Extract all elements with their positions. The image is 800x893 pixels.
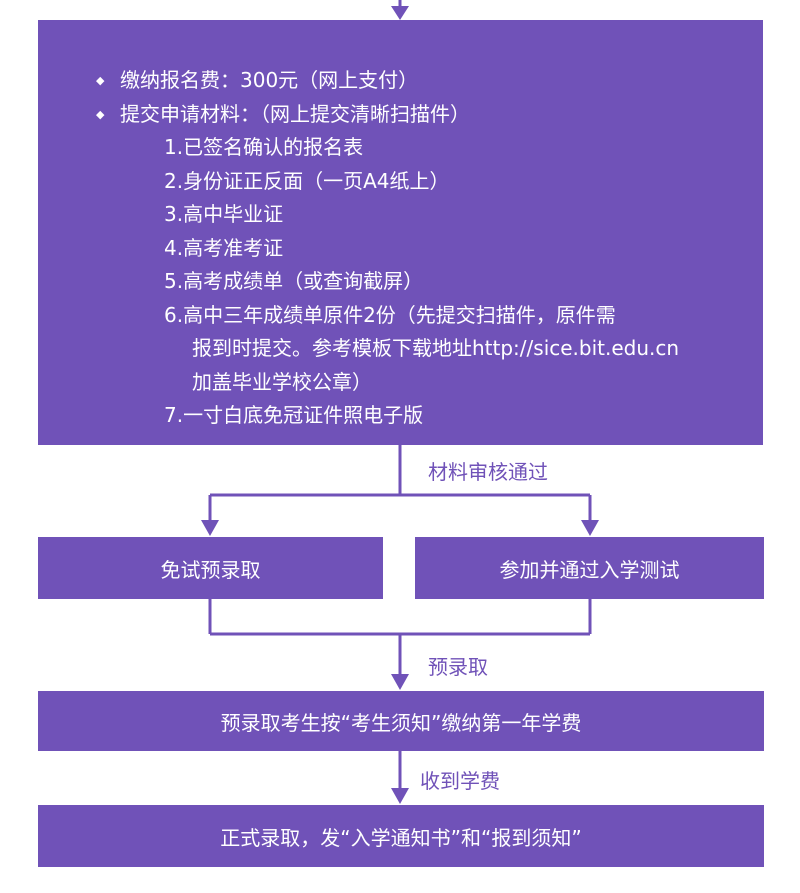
list-item: 1.已签名确认的报名表 [164,135,364,159]
requirements-list: 缴纳报名费：300元（网上支付） 提交申请材料：（网上提交清晰扫描件） 1.已签… [96,64,679,433]
label-pre-admit: 预录取 [428,655,488,679]
list-item: 7.一寸白底免冠证件照电子版 [164,403,424,427]
requirements-box: 缴纳报名费：300元（网上支付） 提交申请材料：（网上提交清晰扫描件） 1.已签… [38,20,763,445]
list-item: 加盖毕业学校公章） [192,369,372,394]
list-item: 3.高中毕业证 [164,202,284,226]
list-item: 4.高考准考证 [164,235,284,260]
label-fee-received: 收到学费 [420,769,500,793]
arrowhead-left [201,520,219,536]
arrowhead-right [581,520,599,536]
list-item: 报到时提交。参考模板下载地址http://sice.bit.edu.cn [192,336,680,360]
list-item: 缴纳报名费：300元（网上支付） [96,64,679,98]
list-item: 5.高考成绩单（或查询截屏） [164,269,424,293]
entrance-test-box: 参加并通过入学测试 [415,537,764,599]
arrowhead-fee [391,788,409,804]
final-admission-box: 正式录取，发“入学通知书”和“报到须知” [38,805,764,867]
list-item: 6.高中三年成绩单原件2份（先提交扫描件，原件需 [164,302,616,327]
arrowheads [201,6,599,804]
arrowhead-top [391,6,409,20]
exempt-admission-box: 免试预录取 [38,537,383,599]
list-item: 2.身份证正反面（一页A4纸上） [164,168,450,193]
label-review-passed: 材料审核通过 [428,460,548,484]
arrowhead-pre-admit [391,674,409,690]
connector-lines [208,0,592,790]
list-item: 提交申请材料：（网上提交清晰扫描件） [96,98,679,132]
pay-tuition-box: 预录取考生按“考生须知”缴纳第一年学费 [38,691,764,751]
